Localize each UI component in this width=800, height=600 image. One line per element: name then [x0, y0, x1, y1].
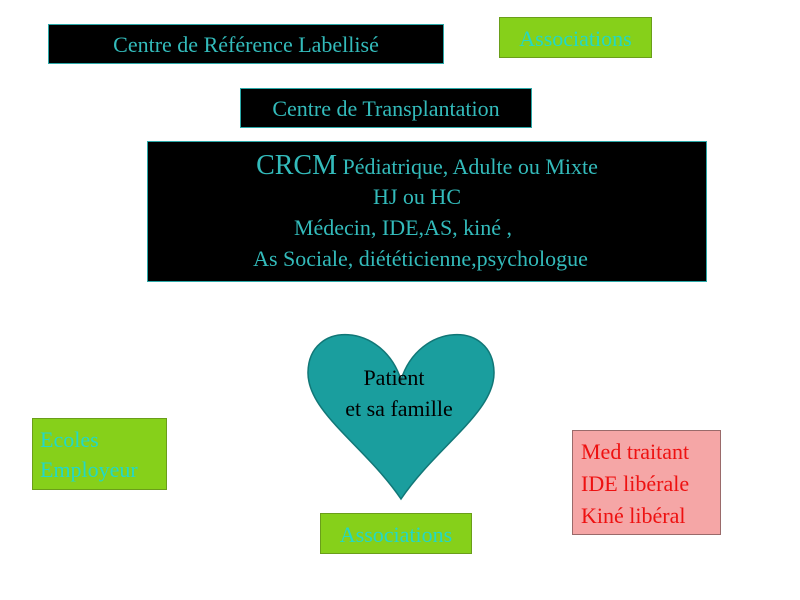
- crcm-subtitle: Pédiatrique, Adulte ou Mixte: [337, 154, 598, 179]
- employeur-label: Employeur: [40, 457, 138, 482]
- associations-bottom-label: Associations: [339, 522, 453, 547]
- centre-transplantation-label: Centre de Transplantation: [272, 96, 500, 121]
- ecoles-employeur-box: Ecoles Employeur: [32, 418, 167, 490]
- centre-reference-box: Centre de Référence Labellisé: [48, 24, 444, 64]
- crcm-line-2: HJ ou HC: [372, 184, 461, 209]
- crcm-line-4: As Sociale, diététicienne,psychologue: [253, 246, 588, 271]
- med-traitant-label: Med traitant: [581, 439, 690, 464]
- heart-shape: [307, 334, 495, 501]
- associations-bottom-box: Associations: [320, 513, 472, 554]
- associations-top-box: Associations: [499, 17, 652, 58]
- patient-heart: Patient et sa famille: [305, 326, 497, 501]
- crcm-box: CRCM Pédiatrique, Adulte ou Mixte HJ ou …: [147, 141, 707, 282]
- heart-line-2: et sa famille: [345, 396, 453, 421]
- centre-reference-label: Centre de Référence Labellisé: [113, 32, 379, 57]
- crcm-title: CRCM: [256, 150, 338, 181]
- associations-top-label: Associations: [519, 26, 632, 51]
- crcm-line-1: CRCM Pédiatrique, Adulte ou Mixte: [148, 150, 706, 181]
- ecoles-label: Ecoles: [40, 427, 99, 452]
- kine-liberal-label: Kiné libéral: [581, 503, 686, 528]
- heart-text: Patient et sa famille: [305, 362, 497, 424]
- centre-transplantation-box: Centre de Transplantation: [240, 88, 532, 128]
- crcm-line-3: Médecin, IDE,AS, kiné ,: [293, 215, 513, 240]
- med-liberal-box: Med traitant IDE libérale Kiné libéral: [572, 430, 721, 535]
- ide-liberale-label: IDE libérale: [581, 471, 690, 496]
- heart-line-1: Patient: [363, 365, 425, 390]
